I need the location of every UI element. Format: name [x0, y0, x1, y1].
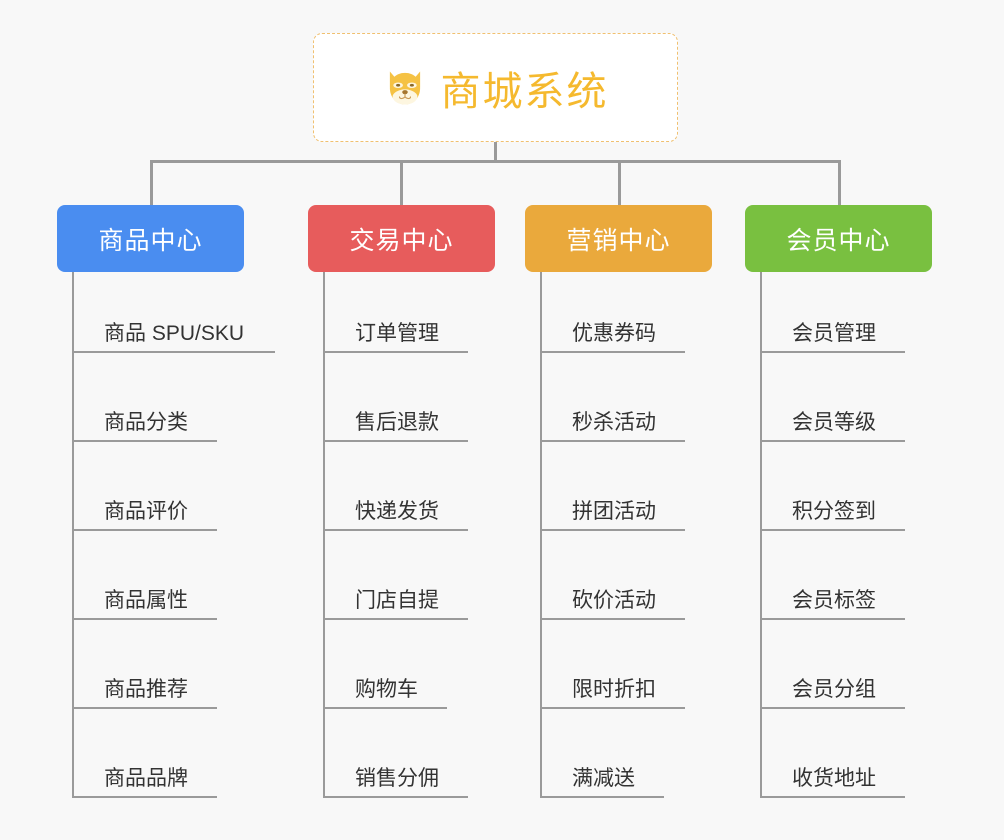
- leaf-underline: [323, 351, 468, 353]
- connector-horizontal-bus: [150, 160, 840, 163]
- leaf-item-label: 会员分组: [792, 678, 876, 701]
- leaf-underline: [760, 707, 905, 709]
- leaf-underline: [323, 796, 468, 798]
- leaf-item-label: 门店自提: [355, 589, 439, 612]
- category-label: 会员中心: [786, 226, 891, 255]
- dog-face-icon: [383, 66, 427, 110]
- leaf-item-label: 商品品牌: [104, 767, 188, 790]
- leaf-underline: [540, 707, 685, 709]
- leaf-item-label: 积分签到: [792, 500, 876, 523]
- leaf-item-label: 拼团活动: [572, 500, 656, 523]
- leaf-underline: [760, 440, 905, 442]
- leaf-underline: [540, 351, 685, 353]
- leaf-underline: [760, 351, 905, 353]
- connector-drop-trade: [400, 160, 403, 206]
- leaf-item-label: 销售分佣: [355, 767, 439, 790]
- leaf-item-label: 会员管理: [792, 322, 876, 345]
- leaf-underline: [72, 529, 217, 531]
- column-spine-product-center: [72, 272, 74, 798]
- leaf-item-label: 商品分类: [104, 411, 188, 434]
- leaf-underline: [540, 440, 685, 442]
- category-box-marketing-center[interactable]: 营销中心: [525, 205, 712, 272]
- leaf-underline: [323, 440, 468, 442]
- leaf-item-label: 购物车: [355, 678, 418, 701]
- root-node[interactable]: 商城系统: [313, 33, 678, 142]
- connector-drop-member: [838, 160, 841, 206]
- leaf-underline: [323, 529, 468, 531]
- category-label: 营销中心: [566, 226, 671, 255]
- leaf-item-label: 优惠券码: [572, 322, 656, 345]
- leaf-underline: [323, 618, 468, 620]
- leaf-underline: [72, 351, 275, 353]
- leaf-underline: [540, 618, 685, 620]
- column-spine-marketing-center: [540, 272, 542, 798]
- leaf-item-label: 秒杀活动: [572, 411, 656, 434]
- leaf-item-label: 快递发货: [355, 500, 439, 523]
- leaf-underline: [760, 529, 905, 531]
- connector-drop-marketing: [618, 160, 621, 206]
- leaf-item-label: 售后退款: [355, 411, 439, 434]
- leaf-underline: [72, 707, 217, 709]
- leaf-item-label: 订单管理: [355, 322, 439, 345]
- column-spine-member-center: [760, 272, 762, 798]
- leaf-underline: [540, 529, 685, 531]
- category-label: 商品中心: [98, 226, 203, 255]
- leaf-underline: [540, 796, 664, 798]
- category-box-member-center[interactable]: 会员中心: [745, 205, 932, 272]
- root-title: 商城系统: [440, 69, 609, 114]
- connector-root-stem: [494, 142, 497, 162]
- category-box-product-center[interactable]: 商品中心: [57, 205, 244, 272]
- leaf-underline: [760, 618, 905, 620]
- leaf-item-label: 限时折扣: [572, 678, 656, 701]
- leaf-item-label: 商品 SPU/SKU: [104, 322, 245, 345]
- leaf-item-label: 满减送: [572, 767, 635, 790]
- leaf-item-label: 商品推荐: [104, 678, 188, 701]
- column-spine-trade-center: [323, 272, 325, 798]
- leaf-underline: [72, 796, 217, 798]
- leaf-underline: [323, 707, 447, 709]
- category-label: 交易中心: [349, 226, 454, 255]
- leaf-underline: [72, 618, 217, 620]
- category-box-trade-center[interactable]: 交易中心: [308, 205, 495, 272]
- connector-drop-product: [150, 160, 153, 206]
- leaf-item-label: 会员等级: [792, 411, 876, 434]
- leaf-item-label: 商品评价: [104, 500, 188, 523]
- leaf-item-label: 砍价活动: [572, 589, 656, 612]
- leaf-item-label: 商品属性: [104, 589, 188, 612]
- leaf-underline: [760, 796, 905, 798]
- leaf-underline: [72, 440, 217, 442]
- leaf-item-label: 收货地址: [792, 767, 876, 790]
- leaf-item-label: 会员标签: [792, 589, 876, 612]
